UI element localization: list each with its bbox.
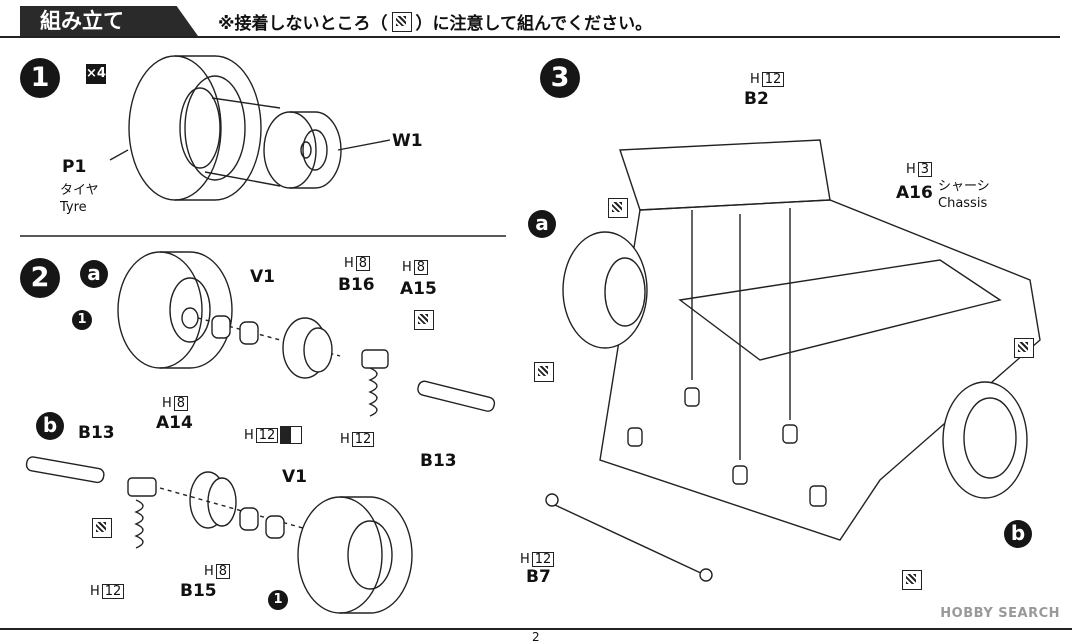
part-b15-label: B15 xyxy=(180,581,217,601)
no-glue-mark xyxy=(92,518,112,538)
step2-sub-a: a xyxy=(80,260,108,288)
part-b2-label: B2 xyxy=(744,89,769,109)
part-a14-label: A14 xyxy=(156,413,193,433)
step3-sub-a: a xyxy=(528,210,556,238)
step3-sub-b: b xyxy=(1004,520,1032,548)
step2b-ref-1: 1 xyxy=(268,590,288,610)
paint-two-tone-icon xyxy=(280,426,302,444)
step-3-number: 3 xyxy=(540,58,580,98)
step2b-drawing xyxy=(25,456,413,614)
step3-chassis-drawing xyxy=(545,139,1041,582)
no-glue-mark xyxy=(608,198,628,218)
tyre-ja-label: タイヤ xyxy=(60,183,99,198)
no-glue-mark xyxy=(534,362,554,382)
step-1-number: 1 xyxy=(20,58,60,98)
section-title: 組み立て xyxy=(20,6,198,36)
no-glue-icon xyxy=(391,12,412,32)
footer-rule xyxy=(0,628,1072,630)
tyre-en-label: Tyre xyxy=(60,200,87,215)
note-prefix: ※接着しないところ（ xyxy=(218,14,388,34)
header-note: ※接着しないところ（ ）に注意して組んでください。 xyxy=(218,9,652,34)
no-glue-mark xyxy=(414,310,434,330)
step2-sub-b: b xyxy=(36,412,64,440)
part-p1-label: P1 xyxy=(62,157,87,177)
chassis-ja-label: シャーシ xyxy=(938,179,990,194)
step-2-number: 2 xyxy=(20,258,60,298)
part-v1-bottom-label: V1 xyxy=(282,467,307,487)
header-rule xyxy=(0,6,1060,38)
part-b13-left-label: B13 xyxy=(78,423,115,443)
no-glue-mark xyxy=(1014,338,1034,358)
part-b13-right-label: B13 xyxy=(420,451,457,471)
part-w1-label: W1 xyxy=(392,131,423,151)
page-number: 2 xyxy=(532,630,540,644)
watermark: HOBBY SEARCH xyxy=(940,606,1060,621)
quantity-badge: ×4 xyxy=(86,64,106,84)
step2a-ref-1: 1 xyxy=(72,310,92,330)
part-a15-label: A15 xyxy=(400,279,437,299)
part-v1-top-label: V1 xyxy=(250,267,275,287)
note-suffix: ）に注意して組んでください。 xyxy=(415,14,653,34)
step1-tyre-drawing xyxy=(109,55,391,201)
no-glue-mark xyxy=(902,570,922,590)
chassis-en-label: Chassis xyxy=(938,196,988,211)
part-b7-label: B7 xyxy=(526,567,551,587)
step2a-drawing xyxy=(117,251,496,417)
part-b16-label: B16 xyxy=(338,275,375,295)
part-a16-label: A16 xyxy=(896,183,933,203)
